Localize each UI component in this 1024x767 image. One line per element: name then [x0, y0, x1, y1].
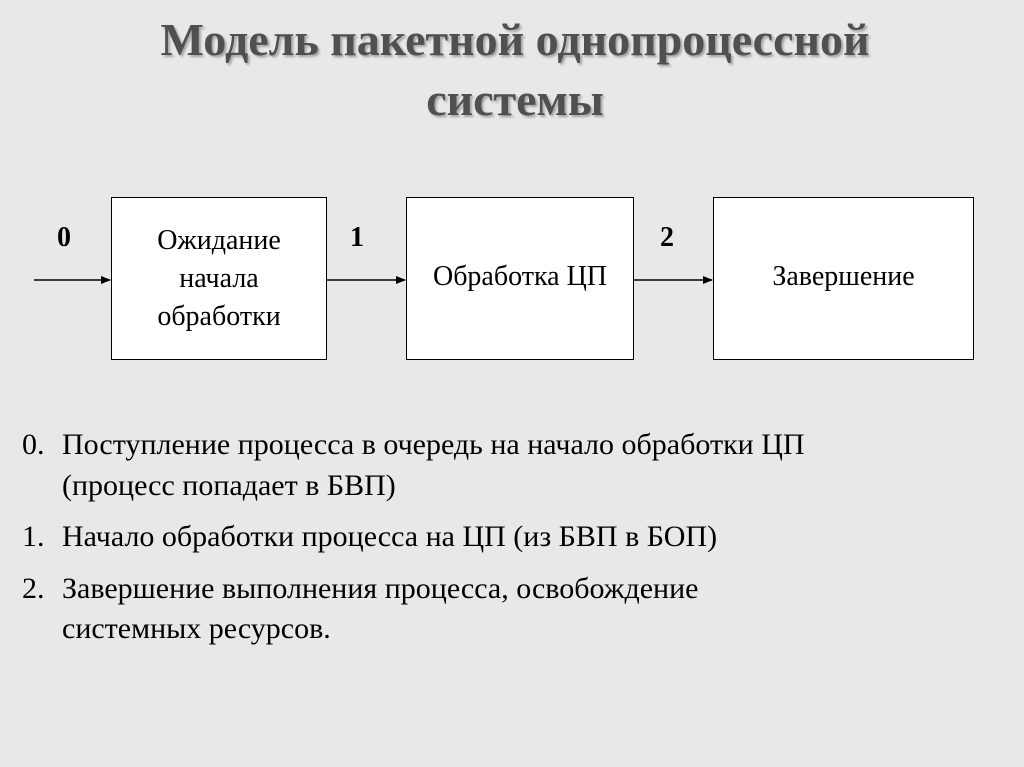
box-waiting-line-3: обработки: [157, 300, 281, 332]
list-item-line: Начало обработки процесса на ЦП (из БВП …: [62, 520, 718, 553]
list-item-line: системных ресурсов.: [62, 612, 331, 645]
list-item-line: Завершение выполнения процесса, освобожд…: [62, 571, 699, 605]
list-item: 2. Завершение выполнения процесса, освоб…: [22, 569, 1002, 650]
box-waiting-line-1: Ожидание: [157, 225, 281, 256]
box-completion: Завершение: [713, 197, 974, 360]
list-item-number: 2.: [22, 571, 45, 605]
list-item: 1. Начало обработки процесса на ЦП (из Б…: [22, 517, 1002, 558]
list-item-number: 1.: [22, 520, 45, 553]
list-item: 0. Поступление процесса в очередь на нач…: [22, 425, 1002, 506]
box-cpu-label: Обработка ЦП: [432, 261, 608, 292]
list-item-text: Поступление процесса в очередь на начало…: [62, 425, 805, 506]
box-completion-label: Завершение: [772, 261, 915, 292]
box-cpu-processing: Обработка ЦП: [406, 197, 634, 360]
arrow-label-2: 2: [660, 222, 674, 253]
arrow-label-0: 0: [57, 222, 71, 253]
slide-title: Модель пакетной однопроцессной системы: [40, 10, 990, 130]
list-item-line: (процесс попадает в БВП): [62, 468, 396, 502]
list-item-line: Поступление процесса в очередь на начало…: [62, 428, 805, 461]
list-item-text: Завершение выполнения процесса, освобожд…: [62, 569, 698, 650]
arrow-label-1: 1: [350, 222, 364, 253]
box-waiting: Ожидание начала обработки: [111, 197, 327, 360]
list-item-text: Начало обработки процесса на ЦП (из БВП …: [62, 517, 717, 558]
legend-list: 0. Поступление процесса в очередь на нач…: [22, 425, 1002, 661]
box-waiting-line-2: начала: [179, 262, 259, 294]
title-line-2: системы: [426, 73, 604, 125]
title-line-1: Модель пакетной однопроцессной: [160, 14, 870, 65]
list-item-number: 0.: [22, 428, 45, 461]
